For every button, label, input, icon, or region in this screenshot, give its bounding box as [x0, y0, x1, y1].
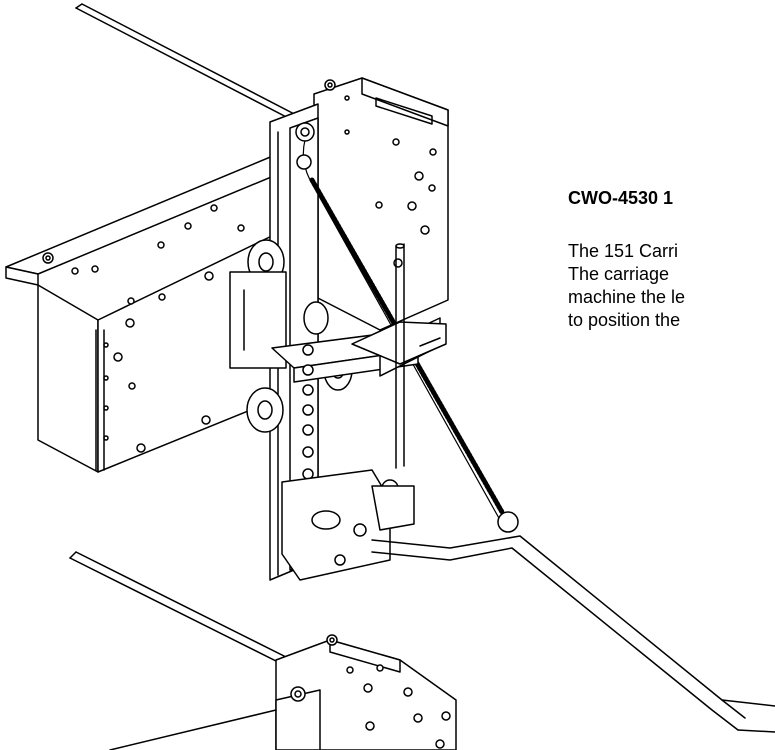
section-heading: CWO-4530 1 — [568, 188, 674, 208]
body-text-line: The 151 Carri — [568, 241, 679, 261]
body-text-line: The carriage — [568, 264, 670, 284]
body-text-line: machine the le — [568, 287, 686, 307]
lower-carriage-assembly — [69, 551, 457, 750]
body-text-line: to position the — [568, 310, 681, 330]
upper-carriage-assembly — [5, 3, 775, 733]
